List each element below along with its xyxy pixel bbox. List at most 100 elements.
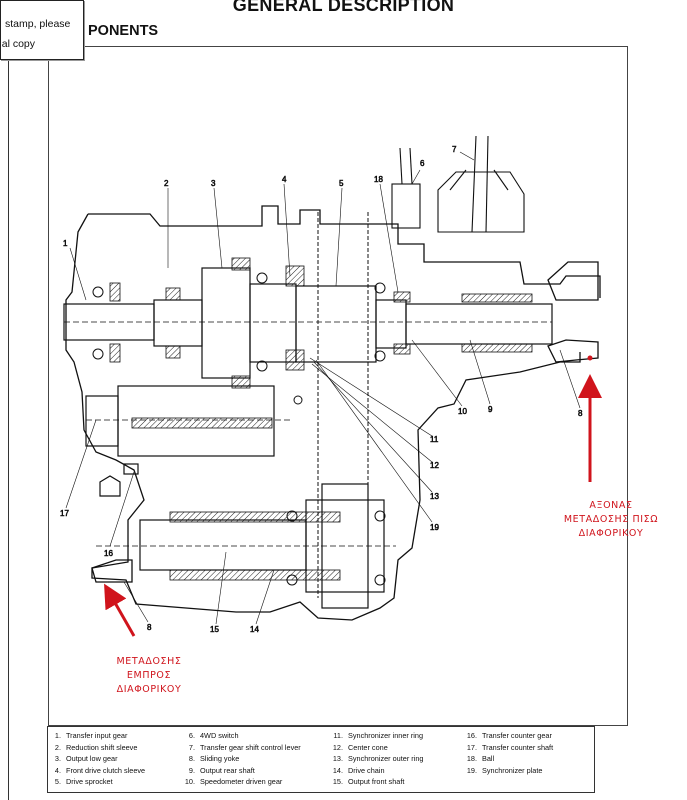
legend-label: Speedometer driven gear bbox=[200, 777, 283, 786]
legend-label: Drive sprocket bbox=[66, 777, 113, 786]
callout-8-front: 8 bbox=[147, 623, 152, 632]
parts-legend-table: 1. Transfer input gear 2. Reduction shift … bbox=[47, 726, 595, 793]
legend-num: 19. bbox=[466, 765, 477, 775]
legend-item: 2. Reduction shift sleeve bbox=[48, 743, 182, 755]
callout-9: 9 bbox=[488, 405, 493, 414]
callout-1: 1 bbox=[63, 239, 68, 248]
legend-label: Front drive clutch sleeve bbox=[66, 765, 146, 775]
legend-item: 7. Transfer gear shift control lever bbox=[182, 743, 330, 755]
callout-17: 17 bbox=[60, 509, 69, 518]
bearings bbox=[92, 272, 386, 586]
legend-label: Output low gear bbox=[66, 754, 118, 763]
legend-item: 3. Output low gear bbox=[48, 754, 182, 766]
case-outline bbox=[65, 205, 601, 621]
legend-item: 8. Sliding yoke bbox=[182, 754, 330, 766]
legend-item: 18. Ball bbox=[464, 754, 596, 766]
legend-item: 6.4WD switch bbox=[182, 731, 330, 743]
callout-16: 16 bbox=[104, 549, 113, 558]
front-annotation-line-2: ΕΜΠΡΟΣ bbox=[126, 670, 172, 681]
legend-label: Output front shaft bbox=[348, 777, 405, 786]
legend-num: 2. bbox=[54, 742, 61, 752]
legend-item: 16. Transfer counter gear bbox=[464, 731, 596, 743]
legend-num: 14. bbox=[332, 765, 343, 775]
legend-num: 3. bbox=[54, 754, 61, 763]
legend-label: Sliding yoke bbox=[200, 754, 240, 763]
callout-11: 11 bbox=[430, 435, 439, 444]
legend-num: 18. bbox=[466, 754, 477, 763]
legend-num: 16. bbox=[466, 731, 477, 740]
gear-hatching bbox=[109, 257, 533, 581]
legend-label: Drive chain bbox=[348, 765, 385, 775]
callout-8-rear: 8 bbox=[578, 409, 583, 418]
counter-shaft bbox=[85, 385, 290, 497]
shift-lever-assembly bbox=[391, 135, 525, 233]
callout-labels: 1 2 3 4 5 6 7 18 17 16 8 15 14 19 13 12 … bbox=[60, 145, 584, 635]
page-title: GENERAL DESCRIPTION bbox=[232, 0, 455, 15]
legend-num: 5. bbox=[54, 777, 61, 786]
legend-num: 11. bbox=[333, 731, 343, 740]
callout-12: 12 bbox=[430, 461, 439, 470]
legend-item: 5. Drive sprocket bbox=[48, 777, 182, 789]
legend-item: 4. Front drive clutch sleeve bbox=[48, 766, 182, 778]
legend-label: Transfer gear shift control lever bbox=[200, 742, 301, 752]
callout-4: 4 bbox=[282, 175, 287, 184]
front-shaft bbox=[96, 483, 396, 609]
legend-item: 17. Transfer counter shaft bbox=[464, 743, 596, 755]
legend-label: Transfer input gear bbox=[66, 731, 128, 740]
callout-5: 5 bbox=[339, 179, 344, 188]
rear-shaft-marker-dot bbox=[587, 355, 593, 361]
legend-item: 13. Synchronizer outer ring bbox=[330, 754, 464, 766]
legend-num: 9. bbox=[188, 765, 195, 775]
legend-label: Reduction shift sleeve bbox=[66, 742, 138, 752]
legend-num: 8. bbox=[188, 754, 195, 763]
callout-13: 13 bbox=[430, 492, 439, 501]
stamp-notice-popup[interactable]: stamp, please trial copy bbox=[0, 0, 84, 60]
callout-2: 2 bbox=[164, 179, 169, 188]
legend-label: Synchronizer inner ring bbox=[348, 731, 424, 740]
page-left-rule bbox=[8, 40, 9, 800]
legend-num: 12. bbox=[332, 742, 343, 752]
callout-19: 19 bbox=[430, 523, 439, 532]
stamp-notice-line-1: stamp, please bbox=[5, 18, 71, 30]
front-shaft-annotation: ΜΕΤΑΔΟΣΗΣ ΕΜΠΡΟΣ ΔΙΑΦΟΡΙΚΟΥ bbox=[84, 655, 214, 697]
callout-3: 3 bbox=[211, 179, 216, 188]
legend-label: Center cone bbox=[348, 742, 388, 752]
front-shaft-arrow bbox=[104, 583, 136, 637]
legend-label: Transfer counter gear bbox=[482, 731, 552, 740]
legend-num: 13. bbox=[332, 754, 343, 763]
legend-item: 15. Output front shaft bbox=[330, 777, 464, 789]
legend-num: 10. bbox=[184, 777, 195, 786]
section-heading: PONENTS bbox=[88, 23, 159, 39]
legend-label: 4WD switch bbox=[200, 731, 239, 740]
rear-annotation-line-3: ΔΙΑΦΟΡΙΚΟΥ bbox=[578, 528, 644, 539]
callout-6: 6 bbox=[420, 159, 425, 168]
figure-frame bbox=[48, 46, 628, 726]
rear-annotation-line-2: ΜΕΤΑΔΟΣΗΣ ΠΙΣΩ bbox=[563, 514, 659, 525]
legend-item: 10. Speedometer driven gear bbox=[182, 777, 330, 789]
legend-num: 17. bbox=[466, 742, 477, 752]
red-arrows bbox=[104, 374, 602, 637]
legend-num: 1. bbox=[54, 731, 61, 740]
callout-18: 18 bbox=[374, 175, 383, 184]
legend-item: 12. Center cone bbox=[330, 743, 464, 755]
stamp-notice-line-2: trial copy bbox=[0, 38, 36, 50]
callout-15: 15 bbox=[210, 625, 219, 634]
legend-label: Synchronizer outer ring bbox=[348, 754, 424, 763]
legend-label: Synchronizer plate bbox=[482, 765, 543, 775]
legend-item: 11. Synchronizer inner ring bbox=[330, 731, 464, 743]
legend-label: Transfer counter shaft bbox=[482, 742, 554, 752]
rear-shaft-annotation: ΑΞΟΝΑΣ ΜΕΤΑΔΟΣΗΣ ΠΙΣΩ ΔΙΑΦΟΡΙΚΟΥ bbox=[556, 499, 666, 541]
rear-annotation-line-1: ΑΞΟΝΑΣ bbox=[589, 500, 633, 511]
main-shaft bbox=[63, 267, 553, 379]
legend-num: 15. bbox=[332, 777, 343, 786]
legend-num: 7. bbox=[188, 742, 195, 752]
legend-item: 14. Drive chain bbox=[330, 766, 464, 778]
legend-label: Ball bbox=[482, 754, 495, 763]
callout-10: 10 bbox=[458, 407, 467, 416]
legend-item: 9. Output rear shaft bbox=[182, 766, 330, 778]
legend-label: Output rear shaft bbox=[200, 765, 255, 775]
callout-14: 14 bbox=[250, 625, 259, 634]
legend-num: 4. bbox=[54, 765, 61, 775]
front-annotation-line-3: ΔΙΑΦΟΡΙΚΟΥ bbox=[116, 684, 182, 695]
